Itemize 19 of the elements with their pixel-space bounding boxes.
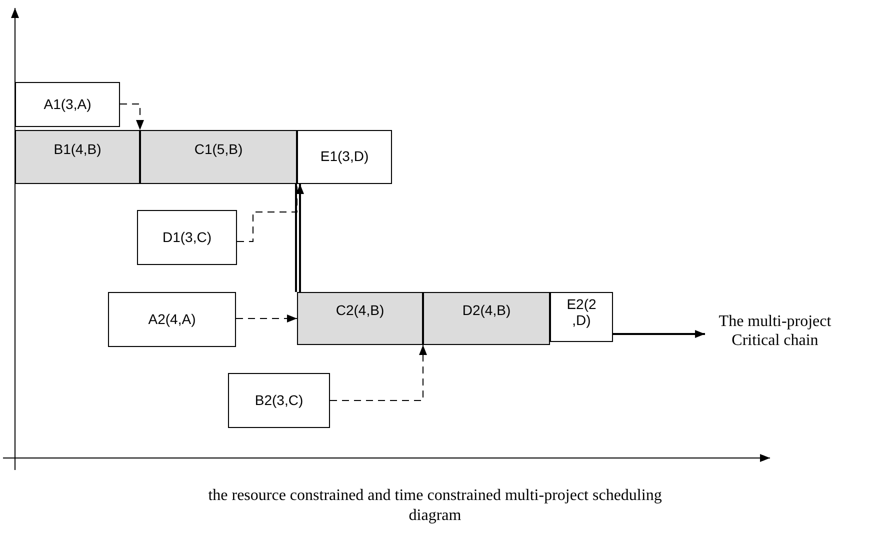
task-box: B2(3,C) xyxy=(228,373,330,428)
task-box: D1(3,C) xyxy=(137,210,237,265)
arrow xyxy=(613,330,705,338)
task-box: A2(4,A) xyxy=(108,292,236,347)
task-box: B1(4,B) xyxy=(15,130,140,184)
task-box: C1(5,B) xyxy=(140,130,297,184)
dashed-arrow xyxy=(236,314,298,322)
task-box: C2(4,B) xyxy=(297,292,423,345)
dashed-arrow xyxy=(120,104,144,130)
caption: the resource constrained and time constrained multi-project scheduling diagram xyxy=(207,486,663,526)
task-box: A1(3,A) xyxy=(15,82,120,127)
chain-label: The multi-project Critical chain xyxy=(700,312,850,352)
dashed-line xyxy=(236,184,298,242)
task-box: D2(4,B) xyxy=(423,292,550,345)
line xyxy=(295,184,297,292)
dashed-arrow xyxy=(330,344,427,401)
task-box: E2(2 ,D) xyxy=(550,292,613,342)
arrow xyxy=(296,184,304,292)
task-box: E1(3,D) xyxy=(297,130,392,184)
